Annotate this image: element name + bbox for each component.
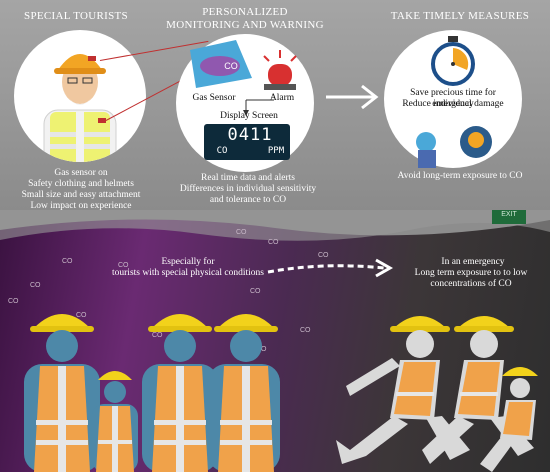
monitor-line-1: Real time data and alerts xyxy=(201,173,295,183)
tourist-line-2: Safety clothing and helmets xyxy=(28,179,134,189)
co-label: CO xyxy=(224,61,238,71)
measure-line-2: Reduce individual damage xyxy=(402,99,504,109)
co-bg-6: CO xyxy=(268,239,279,246)
cave-background xyxy=(0,210,550,241)
gas-sensor-label: Gas Sensor xyxy=(192,93,236,103)
co-bg-10: CO xyxy=(300,327,311,334)
monitor-line-3: and tolerance to CO xyxy=(209,195,287,205)
arrow-icon xyxy=(326,84,379,110)
co-bg-3: CO xyxy=(8,298,19,305)
co-bg-5: CO xyxy=(236,229,247,236)
standing-tourists xyxy=(24,314,280,472)
lcd-co: CO xyxy=(216,146,228,156)
measures-line-1: Avoid long-term exposure to CO xyxy=(397,171,523,181)
lcd-ppm: PPM xyxy=(267,146,285,156)
co-bg-2: CO xyxy=(30,282,41,289)
heading-special-tourists: SPECIAL TOURISTS xyxy=(24,10,128,22)
lcd-value: 0411 xyxy=(227,125,273,145)
measures-illustration xyxy=(416,36,492,168)
tourist-running-2 xyxy=(422,316,534,464)
running-tourists xyxy=(336,316,538,472)
tourist-standing-4 xyxy=(208,314,280,472)
emergency-line-1: In an emergency xyxy=(441,257,505,267)
tourist-standing-3 xyxy=(142,314,218,472)
tourist-illustration xyxy=(43,54,117,162)
tourist-standing-1 xyxy=(24,314,100,472)
tourist-running-3 xyxy=(480,367,538,472)
emergency-line-3: concentrations of CO xyxy=(430,279,512,289)
co-bg-9: CO xyxy=(152,332,163,339)
alarm-label: Alarm xyxy=(269,93,295,103)
dashed-arrow-icon xyxy=(267,258,394,278)
co-bg-4: CO xyxy=(118,262,129,269)
co-bg-7: CO xyxy=(318,252,329,259)
tourist-line-4: Low impact on experience xyxy=(30,201,132,211)
heading-measures: TAKE TIMELY MEASURES xyxy=(390,10,530,22)
tourist-line-1: Gas sensor on xyxy=(54,168,108,178)
heading-monitoring: PERSONALIZED MONITORING AND WARNING xyxy=(166,6,324,31)
tourist-line-3: Small size and easy attachment xyxy=(21,190,141,200)
co-bg-8: CO xyxy=(250,288,261,295)
especially-line-1: Especially for xyxy=(161,257,215,267)
tourist-running-1 xyxy=(336,316,470,464)
display-screen-label: Display Screen xyxy=(220,111,278,121)
exit-sign: EXIT xyxy=(501,211,517,218)
co-bg-12: CO xyxy=(76,312,87,319)
especially-line-2: tourists with special physical condition… xyxy=(112,268,264,278)
co-bg-1: CO xyxy=(62,258,73,265)
monitoring-illustration xyxy=(190,40,297,160)
measure-line-1: Save precious time for emergency xyxy=(410,88,496,109)
tourist-standing-2 xyxy=(92,371,138,472)
monitor-line-2: Differences in individual sensitivity xyxy=(179,184,317,194)
emergency-line-2: Long term exposure to to low xyxy=(414,268,528,278)
